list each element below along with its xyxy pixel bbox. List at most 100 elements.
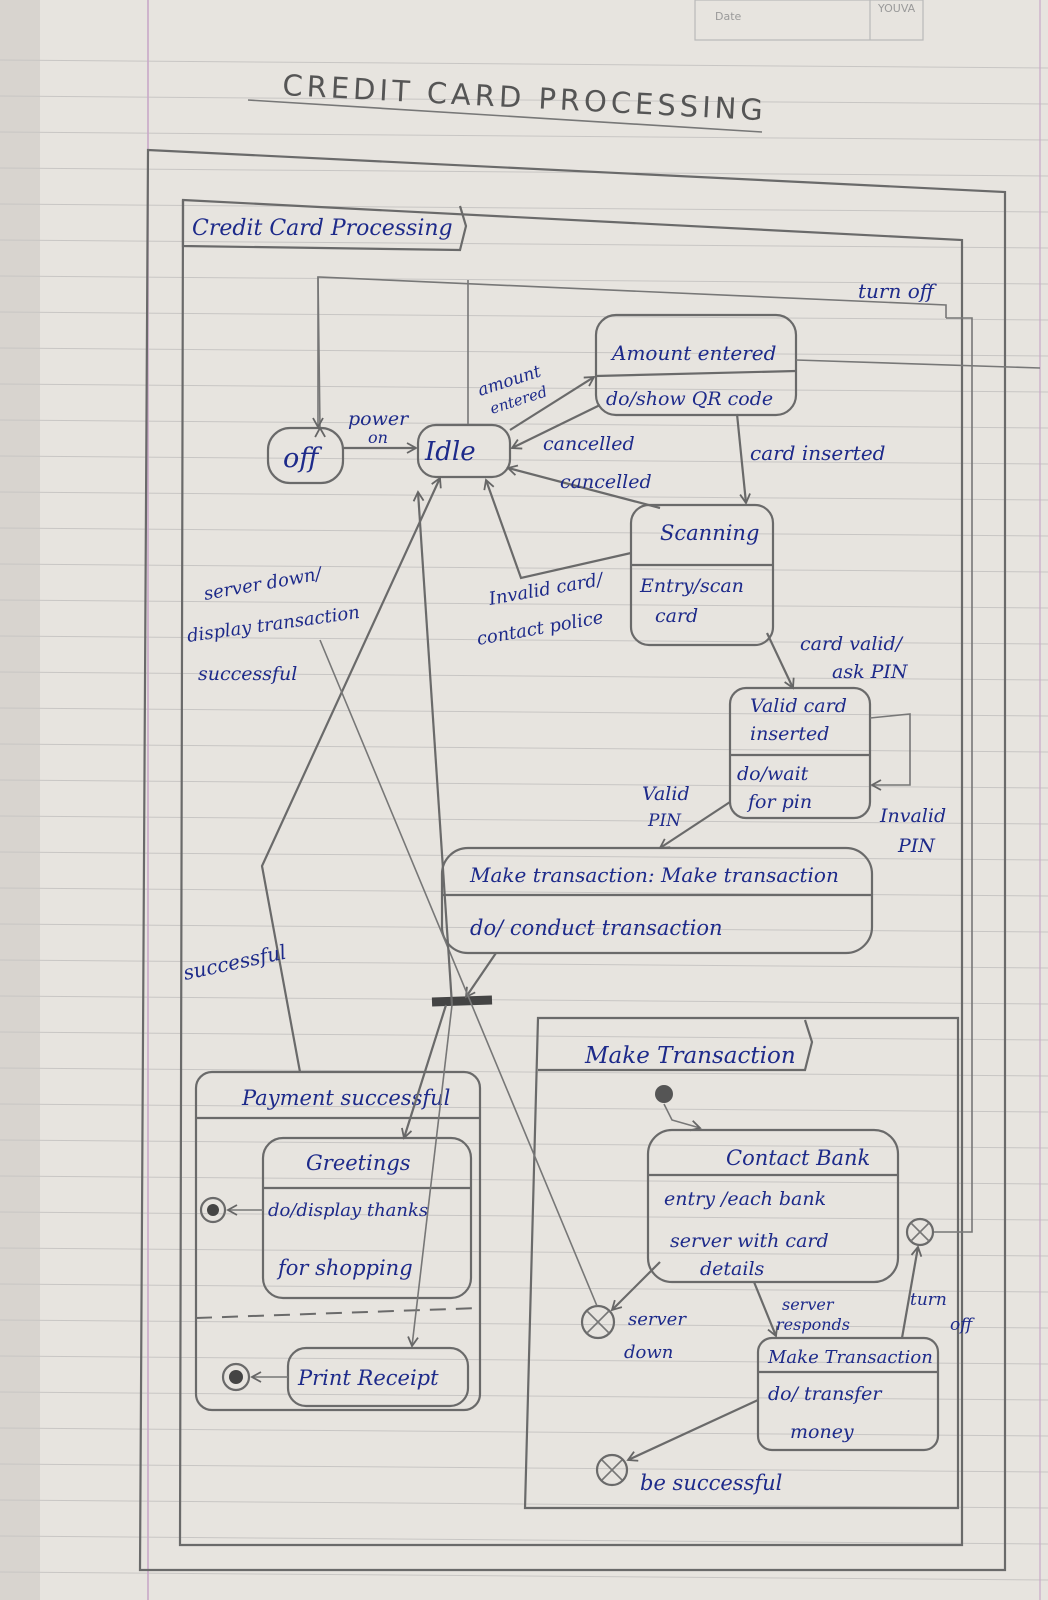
state-idle bbox=[416, 423, 512, 479]
state-valid-card-activity-1: do/wait bbox=[737, 763, 809, 785]
binding-shadow bbox=[0, 0, 40, 1600]
ruled-line bbox=[0, 1391, 1048, 1401]
label-sub-server-down-2: down bbox=[624, 1342, 673, 1363]
ruled-line bbox=[0, 1247, 1048, 1257]
ruled-line bbox=[0, 1283, 1048, 1293]
ruled-lines bbox=[0, 59, 1048, 1581]
state-off-label: off bbox=[283, 443, 322, 474]
frame-label-tab bbox=[181, 200, 468, 252]
ruled-line bbox=[0, 239, 1048, 249]
line-server-down-cross bbox=[319, 639, 598, 1307]
state-make-transaction bbox=[440, 846, 874, 955]
arrow-successful bbox=[260, 476, 442, 1073]
arrow-valid-pin bbox=[658, 801, 731, 850]
ruled-line bbox=[0, 1211, 1048, 1221]
ruled-line bbox=[0, 671, 1048, 681]
state-greetings-name: Greetings bbox=[306, 1151, 411, 1175]
label-card-inserted: card inserted bbox=[750, 441, 885, 465]
arrow-invalid-card bbox=[483, 478, 632, 580]
arrow-initial-contact-bank bbox=[663, 1103, 702, 1132]
label-card-valid-2: ask PIN bbox=[832, 661, 909, 683]
ruled-line bbox=[0, 563, 1048, 573]
label-invalid-pin-1: Invalid bbox=[879, 805, 946, 827]
ruled-line bbox=[0, 419, 1048, 429]
state-print-receipt-label: Print Receipt bbox=[297, 1366, 439, 1390]
label-server-responds-1: server bbox=[782, 1295, 835, 1314]
ruled-line bbox=[0, 1031, 1048, 1041]
ruled-line bbox=[0, 203, 1048, 213]
ruled-line bbox=[0, 743, 1048, 753]
ruled-line bbox=[0, 1319, 1048, 1329]
state-amount-entered-divider bbox=[595, 369, 797, 378]
state-amount-entered-name: Amount entered bbox=[610, 341, 776, 365]
frame-make-transaction-label: Make Transaction bbox=[584, 1043, 796, 1069]
ruled-line bbox=[0, 923, 1048, 933]
state-amount-entered-activity: do/show QR code bbox=[606, 388, 773, 410]
brand-label: YOUVA bbox=[877, 2, 916, 15]
fork-bar bbox=[431, 995, 493, 1007]
arrow-cancelled-amount bbox=[510, 404, 601, 450]
state-contact-bank-activity-2: server with card bbox=[670, 1230, 829, 1252]
ruled-line bbox=[0, 1103, 1048, 1113]
arrow-amount-entered bbox=[509, 376, 596, 431]
label-turn-off: turn off bbox=[858, 279, 938, 303]
ruled-line bbox=[0, 1535, 1048, 1545]
ruled-line bbox=[0, 1175, 1048, 1185]
ruled-line bbox=[0, 1499, 1048, 1509]
state-transfer-money-activity-2: money bbox=[790, 1421, 854, 1443]
state-greetings bbox=[261, 1136, 473, 1300]
ruled-line bbox=[0, 1355, 1048, 1365]
arrow-turn-off bbox=[314, 276, 947, 438]
state-greetings-activity-1: do/display thanks bbox=[268, 1200, 428, 1221]
ruled-line bbox=[0, 599, 1048, 609]
ruled-line bbox=[0, 275, 1048, 285]
state-off bbox=[266, 426, 345, 485]
state-scanning-activity-2: card bbox=[655, 605, 698, 627]
outer-frame bbox=[138, 148, 1007, 1572]
label-valid-pin-2: PIN bbox=[647, 811, 682, 831]
state-payment-successful bbox=[194, 1070, 482, 1412]
state-scanning-name: Scanning bbox=[660, 521, 759, 545]
label-be-successful: be successful bbox=[640, 1471, 782, 1495]
arrow-server-down bbox=[412, 490, 454, 1006]
ruled-line bbox=[0, 1463, 1048, 1473]
date-box bbox=[694, 0, 924, 41]
state-scanning-activity-1: Entry/scan bbox=[639, 575, 744, 597]
ruled-line bbox=[0, 635, 1048, 645]
ruled-line bbox=[0, 1427, 1048, 1437]
label-cancelled-1: cancelled bbox=[543, 433, 635, 455]
label-power-on-2: on bbox=[368, 428, 388, 447]
label-valid-pin-1: Valid bbox=[642, 783, 690, 805]
state-amount-entered bbox=[594, 313, 798, 417]
frame-label: Credit Card Processing bbox=[192, 216, 453, 241]
ruled-line bbox=[0, 707, 1048, 717]
ruled-line bbox=[0, 527, 1048, 537]
label-cancelled-2: cancelled bbox=[560, 471, 652, 493]
arrow-be-successful bbox=[626, 1399, 759, 1462]
arrow-sub-server-down bbox=[610, 1261, 661, 1312]
ruled-line bbox=[0, 59, 1048, 69]
label-server-responds-2: responds bbox=[776, 1315, 850, 1334]
ruled-line bbox=[0, 455, 1048, 465]
terminate-turn-off bbox=[905, 1217, 935, 1247]
state-contact-bank-activity-3: details bbox=[700, 1258, 765, 1280]
state-valid-card-activity-2: for pin bbox=[746, 791, 812, 813]
line-amount-right bbox=[795, 359, 1041, 369]
ruled-line bbox=[0, 95, 1048, 105]
label-server-down-3: successful bbox=[198, 663, 297, 685]
state-transfer-money bbox=[756, 1336, 940, 1452]
label-card-valid-1: card valid/ bbox=[800, 633, 904, 655]
state-contact-bank bbox=[646, 1128, 900, 1284]
arrow-cancelled-scanning bbox=[506, 464, 661, 510]
ruled-line bbox=[0, 887, 1048, 897]
final-state-receipt bbox=[221, 1362, 251, 1392]
final-state-receipt-dot bbox=[229, 1370, 243, 1384]
state-transfer-money-name: Make Transaction bbox=[767, 1347, 933, 1368]
arrow-fork-receipt bbox=[407, 1004, 453, 1348]
ruled-line bbox=[0, 815, 1048, 825]
final-state-greetings bbox=[199, 1196, 227, 1224]
state-valid-card bbox=[728, 686, 872, 820]
